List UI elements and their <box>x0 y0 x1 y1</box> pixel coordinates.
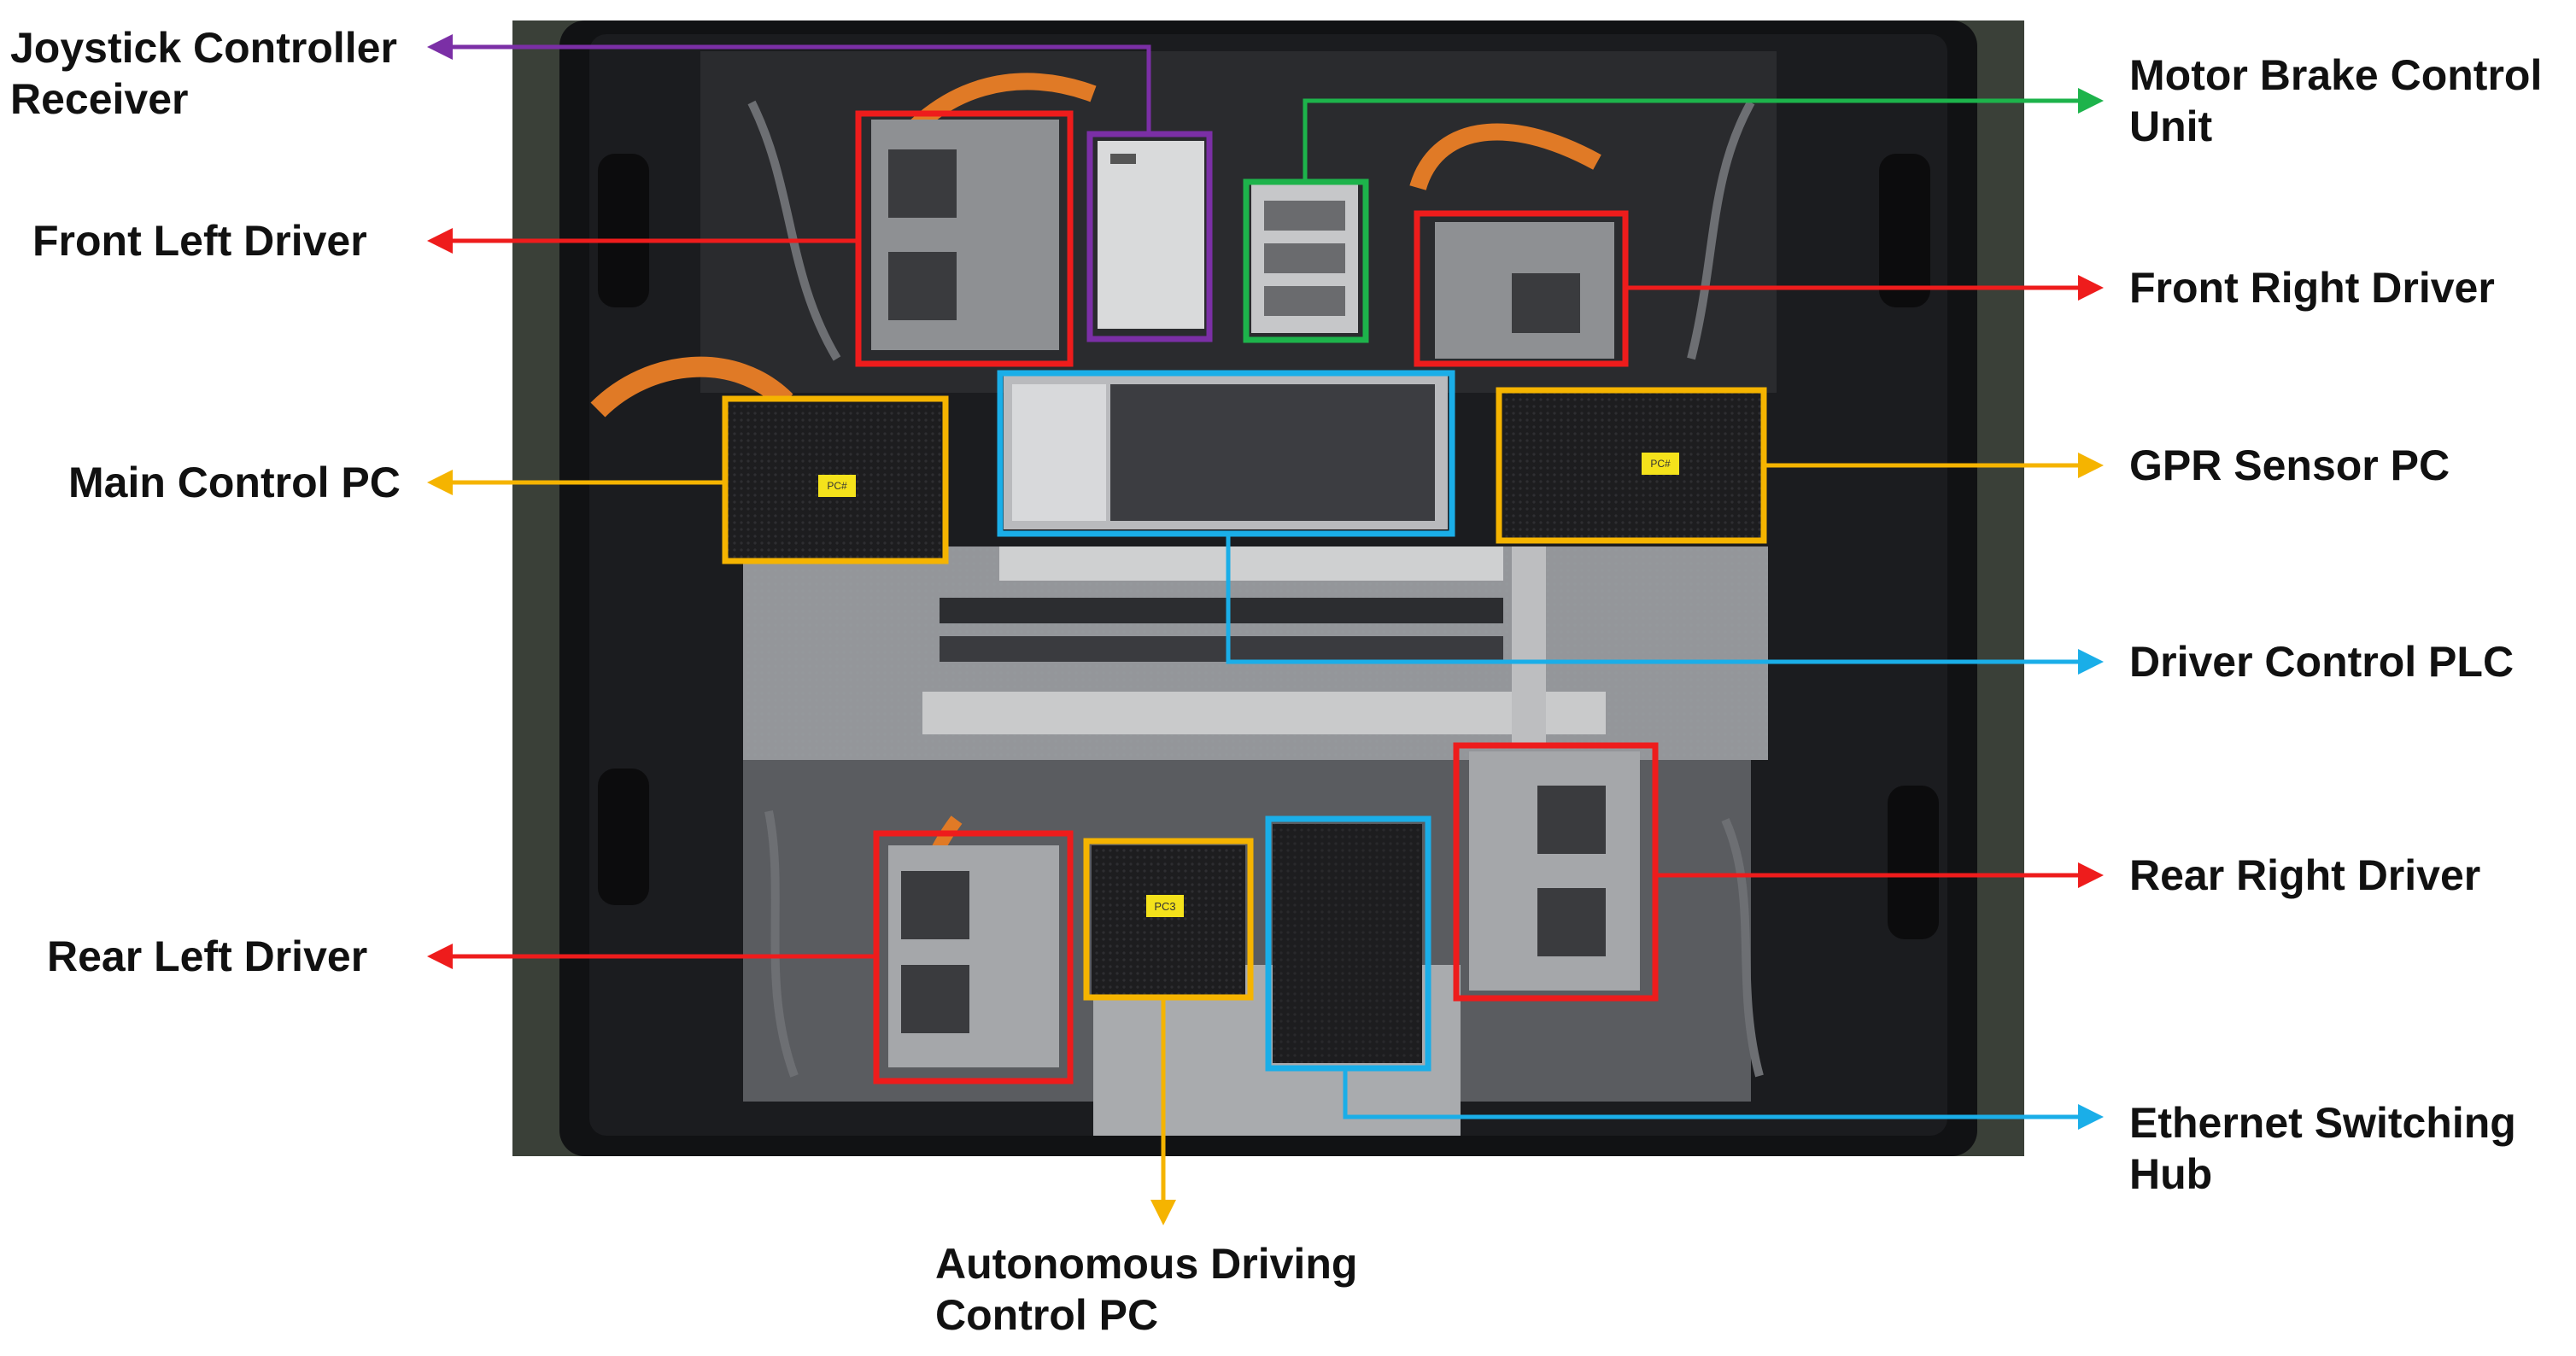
label-main-control-pc: Main Control PC <box>68 457 401 508</box>
control-box-photo: PC# PC# PC3 <box>512 20 2024 1156</box>
label-rear-left-driver: Rear Left Driver <box>47 931 367 982</box>
label-main-pc-line1: Main Control PC <box>68 459 401 506</box>
label-rear-right-driver: Rear Right Driver <box>2129 850 2480 901</box>
label-front-left-line1: Front Left Driver <box>32 217 367 265</box>
label-front-left-driver: Front Left Driver <box>32 215 367 266</box>
label-autonomous-pc: Autonomous Driving Control PC <box>935 1238 1357 1341</box>
label-ethernet-line1: Ethernet Switching <box>2129 1099 2516 1147</box>
label-rear-left-line1: Rear Left Driver <box>47 932 368 980</box>
label-front-right-driver: Front Right Driver <box>2129 262 2495 313</box>
label-ethernet-hub: Ethernet Switching Hub <box>2129 1097 2516 1200</box>
label-motor-brake-line2: Unit <box>2129 102 2213 150</box>
box-rear-right-driver <box>1453 742 1659 1002</box>
label-front-right-line1: Front Right Driver <box>2129 264 2495 312</box>
label-rear-right-line1: Rear Right Driver <box>2129 851 2481 899</box>
arrow-driver-control-plc <box>1226 534 2104 675</box>
label-joystick-receiver: Joystick Controller Receiver <box>10 22 397 125</box>
box-ethernet-hub <box>1265 815 1431 1072</box>
autonomous-pc-tag: PC3 <box>1154 900 1175 913</box>
label-plc-line1: Driver Control PLC <box>2129 638 2515 686</box>
label-autonomous-line2: Control PC <box>935 1291 1159 1339</box>
arrow-joystick <box>427 34 1151 134</box>
main-pc-tag: PC# <box>827 480 847 492</box>
label-gpr-sensor-pc: GPR Sensor PC <box>2129 440 2450 491</box>
label-ethernet-line2: Hub <box>2129 1150 2213 1198</box>
label-motor-brake-unit: Motor Brake Control Unit <box>2129 50 2542 152</box>
gpr-pc-tag: PC# <box>1650 458 1671 470</box>
label-gpr-pc-line1: GPR Sensor PC <box>2129 441 2450 489</box>
label-driver-control-plc: Driver Control PLC <box>2129 636 2514 687</box>
label-joystick-line2: Receiver <box>10 75 189 123</box>
label-autonomous-line1: Autonomous Driving <box>935 1240 1358 1288</box>
label-motor-brake-line1: Motor Brake Control <box>2129 51 2543 99</box>
connector-arrows <box>427 34 2104 1225</box>
arrow-motor-brake <box>1303 88 2104 182</box>
box-autonomous-pc <box>1083 838 1254 1001</box>
label-joystick-line1: Joystick Controller <box>10 24 397 72</box>
highlight-boxes <box>722 110 1767 1084</box>
arrow-ethernet-hub <box>1343 1068 2104 1130</box>
box-main-control-pc <box>722 395 949 564</box>
